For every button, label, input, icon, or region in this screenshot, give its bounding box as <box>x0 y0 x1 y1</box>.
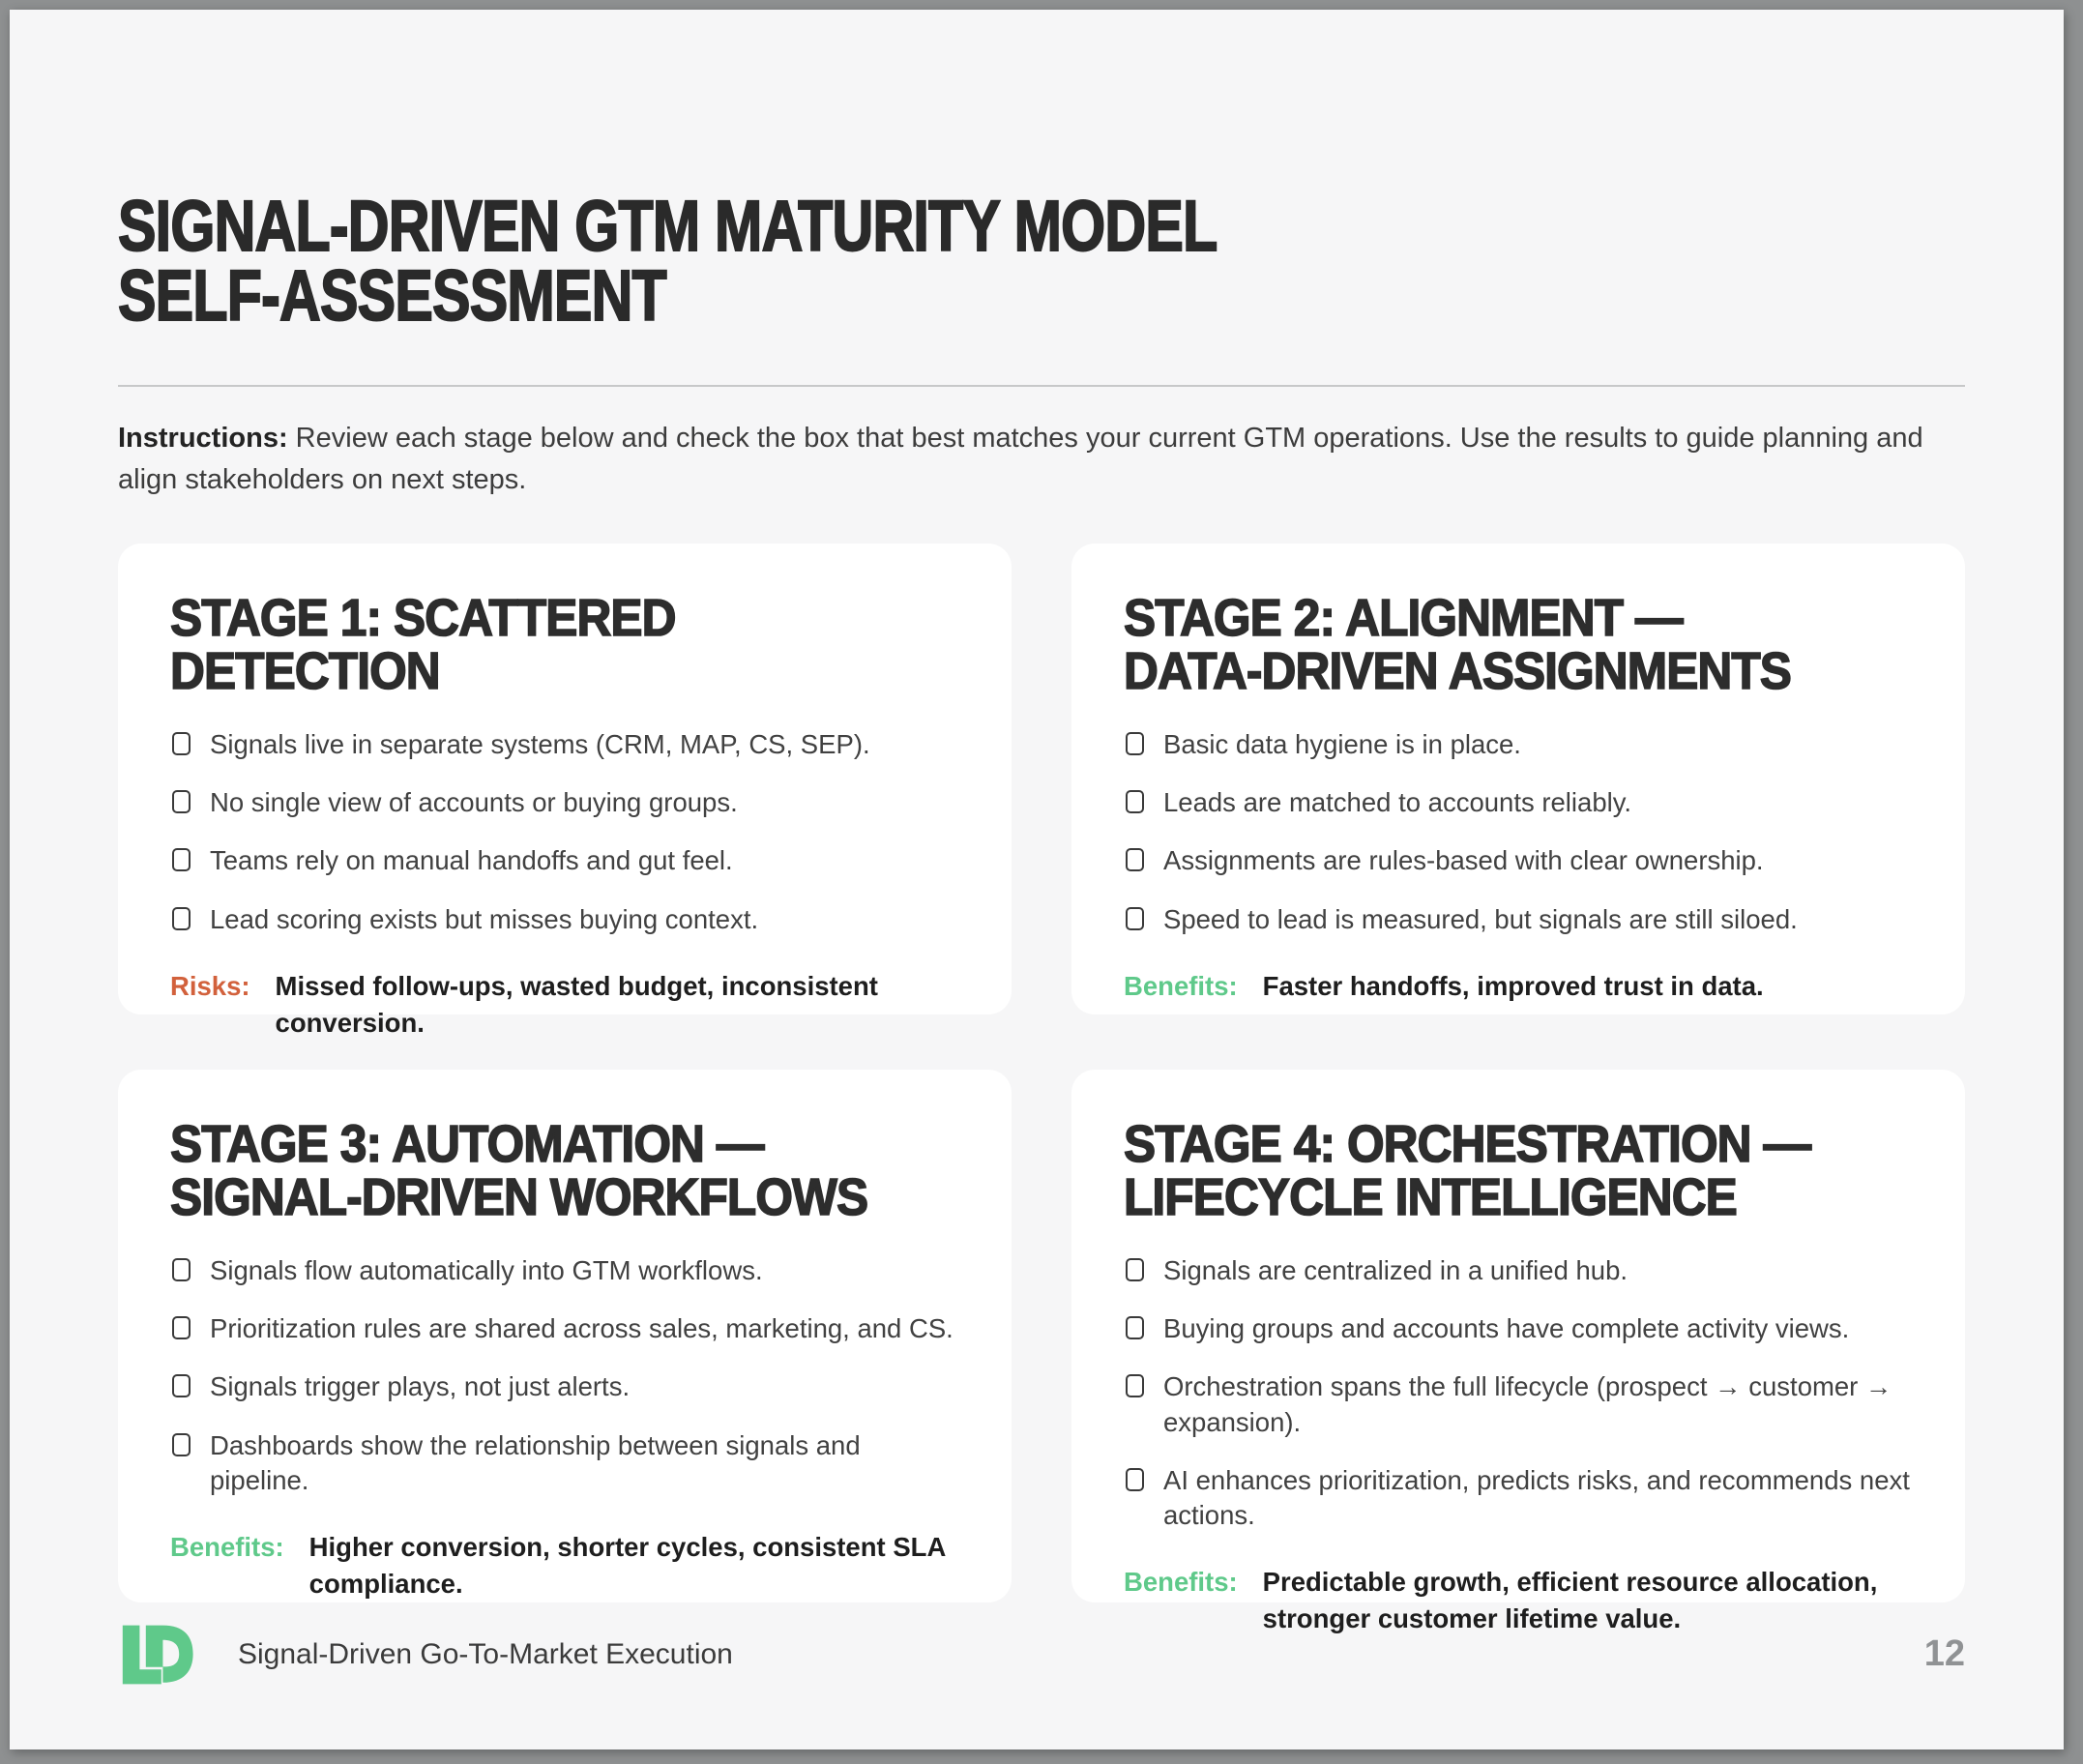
risks-label: Risks: <box>170 970 250 1001</box>
checklist-item: Assignments are rules-based with clear o… <box>1124 843 1913 878</box>
ld-brand-logo-icon <box>122 1625 193 1684</box>
stage-1-title: STAGE 1: SCATTERED DETECTION <box>169 588 677 700</box>
checklist-item: Basic data hygiene is in place. <box>1124 727 1913 762</box>
checkbox-icon[interactable] <box>1126 1467 1144 1491</box>
instructions-text: Review each stage below and check the bo… <box>118 422 1923 496</box>
stage-4-title: STAGE 4: ORCHESTRATION — LIFECYCLE INTEL… <box>1123 1114 1812 1226</box>
checklist-item-label: Basic data hygiene is in place. <box>1163 728 1521 759</box>
benefits-label: Benefits: <box>170 1532 284 1563</box>
checklist-item: Signals flow automatically into GTM work… <box>170 1253 959 1288</box>
checkbox-icon[interactable] <box>1126 1315 1144 1339</box>
benefits-summary: Benefits: Faster handoffs, improved trus… <box>1124 968 1913 1005</box>
benefits-summary: Benefits: Predictable growth, efficient … <box>1124 1564 1913 1637</box>
checklist-item-label: Leads are matched to accounts reliably. <box>1163 786 1632 817</box>
benefits-text: Higher conversion, shorter cycles, consi… <box>308 1532 946 1600</box>
checklist-item: Leads are matched to accounts reliably. <box>1124 785 1913 820</box>
checklist-item: Lead scoring exists but misses buying co… <box>170 902 959 937</box>
checklist-item: Teams rely on manual handoffs and gut fe… <box>170 843 959 878</box>
checkbox-icon[interactable] <box>172 1374 191 1398</box>
checklist-item-label: Assignments are rules-based with clear o… <box>1163 845 1764 876</box>
document-page: SIGNAL-DRIVEN GTM MATURITY MODEL SELF-AS… <box>10 10 2064 1749</box>
checklist-item: Buying groups and accounts have complete… <box>1124 1311 1913 1346</box>
checklist-item: Signals live in separate systems (CRM, M… <box>170 727 959 762</box>
benefits-text: Predictable growth, efficient resource a… <box>1262 1567 1878 1634</box>
checklist-item-label: AI enhances prioritization, predicts ris… <box>1163 1464 1910 1531</box>
checklist-item-label: Speed to lead is measured, but signals a… <box>1163 903 1798 934</box>
checklist-item-label: Orchestration spans the full lifecycle (… <box>1163 1371 1892 1437</box>
footer-brand-text: Signal-Driven Go-To-Market Execution <box>238 1637 733 1670</box>
page-number: 12 <box>1923 1633 1965 1675</box>
checklist-item: AI enhances prioritization, predicts ris… <box>1124 1463 1913 1534</box>
checklist-item-label: Lead scoring exists but misses buying co… <box>210 903 759 934</box>
stage-1-card: STAGE 1: SCATTERED DETECTION Signals liv… <box>118 543 1012 1038</box>
checkbox-icon[interactable] <box>1126 848 1144 872</box>
checklist-item-label: Buying groups and accounts have complete… <box>1163 1312 1850 1343</box>
page-title: SIGNAL-DRIVEN GTM MATURITY MODEL SELF-AS… <box>117 186 1218 336</box>
page-footer: Signal-Driven Go-To-Market Execution 12 <box>118 1624 1965 1686</box>
risks-summary: Risks: Missed follow-ups, wasted budget,… <box>170 968 959 1042</box>
title-divider <box>118 384 1965 387</box>
benefits-text: Faster handoffs, improved trust in data. <box>1262 970 1764 1001</box>
checkbox-icon[interactable] <box>1126 906 1144 930</box>
checkbox-icon[interactable] <box>1126 1374 1144 1398</box>
benefits-label: Benefits: <box>1124 1567 1238 1598</box>
benefits-summary: Benefits: Higher conversion, shorter cyc… <box>170 1529 959 1602</box>
checkbox-icon[interactable] <box>172 789 191 813</box>
stage-2-title: STAGE 2: ALIGNMENT — DATA-DRIVEN ASSIGNM… <box>1123 588 1792 700</box>
instructions-paragraph: Instructions: Review each stage below an… <box>118 418 1946 502</box>
checklist-item: Signals trigger plays, not just alerts. <box>170 1369 959 1404</box>
instructions-label: Instructions: <box>118 422 288 454</box>
checkbox-icon[interactable] <box>1126 789 1144 813</box>
checkbox-icon[interactable] <box>1126 1257 1144 1281</box>
checklist-item: Signals are centralized in a unified hub… <box>1124 1253 1913 1288</box>
checklist-item: Dashboards show the relationship between… <box>170 1428 959 1499</box>
checklist-item-label: Dashboards show the relationship between… <box>210 1429 861 1495</box>
checklist-item-label: Teams rely on manual handoffs and gut fe… <box>210 845 733 876</box>
stage-card-grid: STAGE 1: SCATTERED DETECTION Signals liv… <box>118 543 1965 1633</box>
checkbox-icon[interactable] <box>172 1315 191 1339</box>
checkbox-icon[interactable] <box>172 1257 191 1281</box>
benefits-label: Benefits: <box>1124 970 1238 1001</box>
checklist-item-label: Signals are centralized in a unified hub… <box>1163 1254 1628 1285</box>
stage-3-card: STAGE 3: AUTOMATION — SIGNAL-DRIVEN WORK… <box>118 1069 1012 1602</box>
checklist-item-label: Signals flow automatically into GTM work… <box>210 1254 763 1285</box>
checklist-item: Orchestration spans the full lifecycle (… <box>1124 1369 1913 1440</box>
checkbox-icon[interactable] <box>172 731 191 755</box>
checklist-item-label: Prioritization rules are shared across s… <box>210 1312 953 1343</box>
risks-text: Missed follow-ups, wasted budget, incons… <box>275 970 878 1038</box>
checklist-item-label: Signals live in separate systems (CRM, M… <box>210 728 870 759</box>
checkbox-icon[interactable] <box>172 848 191 872</box>
stage-3-title: STAGE 3: AUTOMATION — SIGNAL-DRIVEN WORK… <box>169 1114 869 1226</box>
checklist-item-label: No single view of accounts or buying gro… <box>210 786 738 817</box>
stage-4-card: STAGE 4: ORCHESTRATION — LIFECYCLE INTEL… <box>1071 1069 1965 1633</box>
checkbox-icon[interactable] <box>172 906 191 930</box>
checklist-item: Speed to lead is measured, but signals a… <box>1124 902 1913 937</box>
checklist-item: Prioritization rules are shared across s… <box>170 1311 959 1346</box>
checklist-item-label: Signals trigger plays, not just alerts. <box>210 1371 631 1402</box>
stage-2-card: STAGE 2: ALIGNMENT — DATA-DRIVEN ASSIGNM… <box>1071 543 1965 1014</box>
checklist-item: No single view of accounts or buying gro… <box>170 785 959 820</box>
checkbox-icon[interactable] <box>1126 731 1144 755</box>
checkbox-icon[interactable] <box>172 1432 191 1456</box>
